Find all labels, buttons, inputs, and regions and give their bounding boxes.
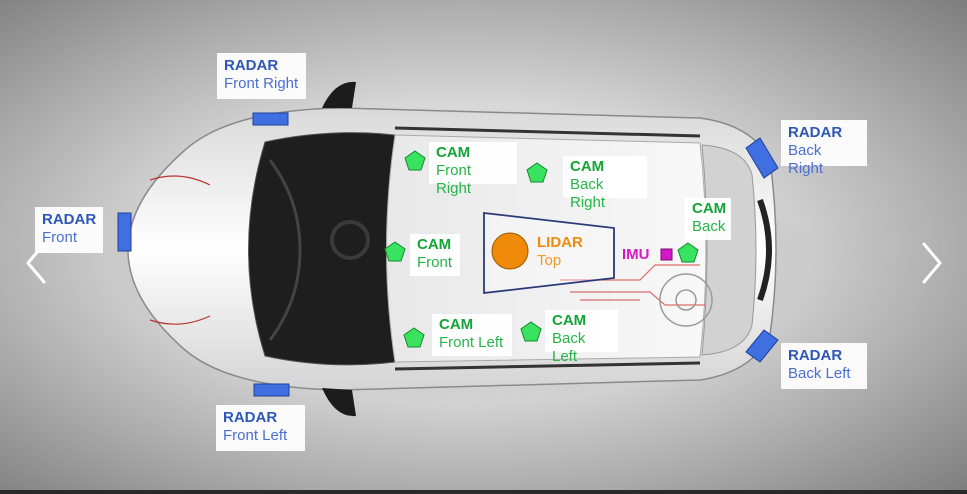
- lidar-top-marker: [491, 232, 529, 270]
- windshield-front: [248, 132, 396, 366]
- bottom-bar: [0, 490, 967, 494]
- radar-back-right-position: Back Right: [788, 142, 824, 177]
- radar-front-label: RADAR Front: [35, 207, 103, 253]
- side-rail-top: [394, 126, 701, 138]
- cam-back-left-kind: CAM: [552, 312, 587, 329]
- radar-front-left-position: Front Left: [223, 427, 288, 444]
- imu-label: IMU: [617, 244, 661, 268]
- radar-front-right-position: Front Right: [224, 75, 299, 92]
- cam-back-position: Back: [692, 218, 726, 235]
- mirror-left: [322, 388, 356, 417]
- cam-back-right-marker: [526, 162, 548, 183]
- radar-front-right-label: RADAR Front Right: [217, 53, 306, 99]
- cam-back-left-label: CAM Back Left: [545, 310, 618, 365]
- cam-front-kind: CAM: [417, 236, 452, 253]
- cam-front-left-kind: CAM: [439, 316, 474, 333]
- radar-front-marker: [117, 212, 132, 252]
- radar-front-right-kind: RADAR: [224, 57, 279, 74]
- imu-marker: [660, 248, 673, 261]
- radar-back-left-marker: [745, 329, 779, 363]
- dashboard: [268, 159, 302, 341]
- chevron-right-icon: [922, 242, 942, 284]
- cam-front-left-marker: [403, 327, 425, 348]
- mirror-right: [322, 81, 356, 108]
- roof-emblem-inner: [675, 289, 697, 311]
- radar-back-right-marker: [745, 137, 779, 179]
- rear-light: [757, 198, 772, 302]
- radar-back-left-label: RADAR Back Left: [781, 343, 867, 389]
- cam-back-marker: [677, 242, 699, 263]
- radar-front-left-marker: [253, 383, 290, 397]
- side-rail-bottom: [394, 361, 701, 371]
- cam-front-left-position: Front Left: [439, 334, 504, 351]
- chevron-left-icon: [26, 242, 46, 284]
- cam-back-right-position: Back Right: [570, 176, 606, 211]
- radar-back-right-kind: RADAR: [788, 124, 843, 141]
- steering-wheel: [330, 220, 370, 260]
- radar-front-left-kind: RADAR: [223, 409, 278, 426]
- imu-kind: IMU: [622, 246, 650, 263]
- cam-front-label: CAM Front: [410, 234, 460, 276]
- lidar-mount: [483, 211, 615, 295]
- cam-back-right-kind: CAM: [570, 158, 605, 175]
- cam-back-kind: CAM: [692, 200, 727, 217]
- radar-front-position: Front: [42, 229, 78, 246]
- cam-back-label: CAM Back: [685, 198, 731, 240]
- roof-emblem: [659, 273, 713, 327]
- cam-front-position: Front: [417, 254, 453, 271]
- prev-slide-button[interactable]: [22, 238, 52, 288]
- lidar-top-kind: LIDAR: [537, 234, 583, 251]
- radar-back-right-label: RADAR Back Right: [781, 120, 867, 177]
- lidar-top-label: LIDAR Top: [531, 232, 591, 274]
- bumper-graphic-bottom: [149, 315, 211, 325]
- cam-front-right-label: CAM Front Right: [429, 142, 517, 197]
- radar-front-left-label: RADAR Front Left: [216, 405, 305, 451]
- cam-back-right-label: CAM Back Right: [563, 156, 647, 211]
- cam-front-right-position: Front Right: [436, 162, 472, 197]
- cam-front-right-kind: CAM: [436, 144, 471, 161]
- radar-front-kind: RADAR: [42, 211, 97, 228]
- radar-back-left-position: Back Left: [788, 365, 851, 382]
- cam-front-marker: [384, 241, 406, 262]
- cam-back-left-marker: [520, 321, 542, 342]
- next-slide-button[interactable]: [916, 238, 946, 288]
- rear-window: [701, 144, 757, 356]
- bumper-graphic-top: [149, 175, 211, 186]
- cam-back-left-position: Back Left: [552, 330, 586, 365]
- lidar-top-position: Top: [537, 252, 562, 269]
- cam-front-left-label: CAM Front Left: [432, 314, 512, 356]
- cam-front-right-marker: [404, 150, 426, 171]
- radar-back-left-kind: RADAR: [788, 347, 843, 364]
- radar-front-right-marker: [252, 112, 289, 126]
